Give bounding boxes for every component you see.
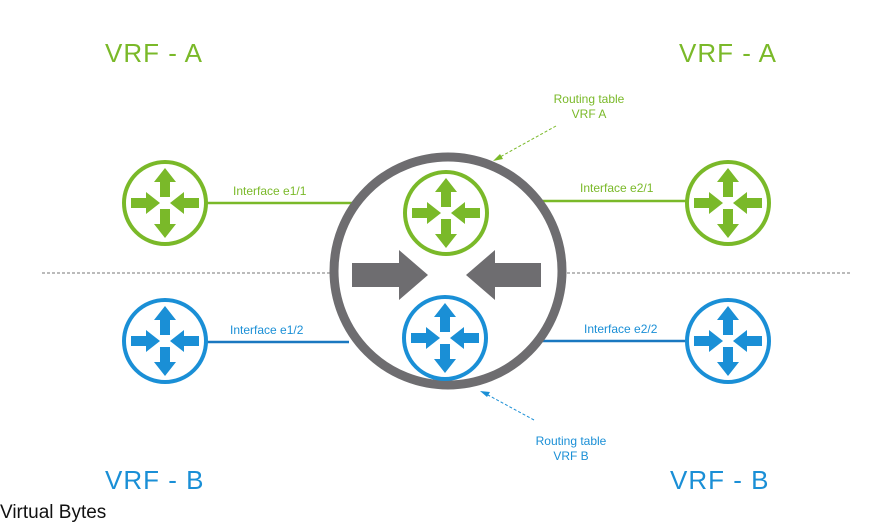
vrf-a-left-label: VRF - A [105, 38, 203, 68]
routing-table-a-line2: VRF A [572, 107, 607, 121]
router-vrf-b-center-icon [402, 295, 488, 381]
routing-table-a-line1: Routing table [554, 92, 625, 106]
credit-label: Virtual Bytes [0, 502, 107, 523]
router-vrf-b-left-icon [122, 298, 208, 384]
pointer-routing-table-a [493, 125, 557, 161]
routing-table-b-line1: Routing table [536, 434, 607, 448]
central-router-ring [329, 152, 567, 390]
router-vrf-a-right-icon [685, 160, 771, 246]
merge-arrow-left-icon [352, 250, 428, 300]
pointer-routing-table-b [480, 391, 535, 421]
vrf-b-left-label: VRF - B [105, 465, 204, 495]
routing-table-b-line2: VRF B [553, 449, 588, 463]
interface-e1-2-label: Interface e1/2 [230, 323, 304, 337]
merge-arrow-right-icon [466, 250, 541, 300]
router-vrf-b-right-icon [685, 298, 771, 384]
interface-e2-2-label: Interface e2/2 [584, 322, 658, 336]
vrf-b-right-label: VRF - B [670, 465, 769, 495]
interface-e2-1-label: Interface e2/1 [580, 181, 654, 195]
vrf-a-right-label: VRF - A [679, 38, 777, 68]
router-vrf-a-left-icon [122, 160, 208, 246]
interface-e1-1-label: Interface e1/1 [233, 184, 307, 198]
router-vrf-a-center-icon [403, 170, 489, 256]
